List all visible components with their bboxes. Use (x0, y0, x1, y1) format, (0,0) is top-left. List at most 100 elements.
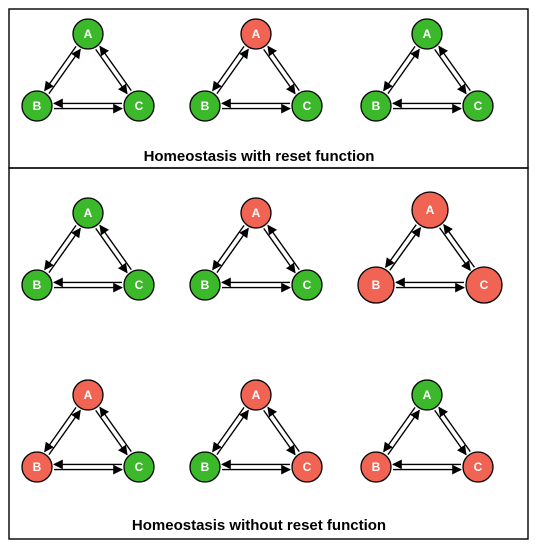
edge-a-c-backward-arrow (267, 406, 300, 453)
node-b-healthy (189, 451, 221, 483)
caption-with-reset: Homeostasis with reset function (144, 148, 375, 165)
node-c-healthy (291, 269, 323, 301)
node-b-failed (357, 266, 395, 304)
edge-a-b-backward-arrow (387, 48, 420, 95)
edge-a-b-forward-arrow (212, 224, 245, 271)
node-c-failed (462, 451, 494, 483)
node-a-failed (240, 197, 272, 229)
node-a-label: A (252, 206, 261, 220)
node-b-healthy (189, 269, 221, 301)
node-b-label: B (33, 99, 42, 113)
node-c-healthy (123, 451, 155, 483)
edge-a-b-backward-arrow (216, 48, 249, 95)
node-a-healthy (72, 197, 104, 229)
node-c-healthy (462, 90, 494, 122)
node-c-label: C (474, 460, 483, 474)
edge-a-c-backward-arrow (267, 224, 300, 271)
edge-a-c-backward-arrow (99, 224, 132, 271)
network-s0-r0-c0: A B C (21, 18, 155, 122)
edge-a-b-backward-arrow (48, 48, 81, 95)
node-c-label: C (135, 99, 144, 113)
edge-a-b-forward-arrow (383, 406, 416, 453)
node-a-healthy (411, 18, 443, 50)
node-b-label: B (372, 460, 381, 474)
edge-a-b-backward-arrow (216, 409, 249, 456)
edge-a-b-backward-arrow (216, 227, 249, 274)
node-a-label: A (423, 27, 432, 41)
node-b-label: B (201, 460, 210, 474)
edge-a-c-forward-arrow (439, 227, 471, 272)
network-s1-r2-c1: A B C (189, 379, 323, 483)
edge-a-c-forward-arrow (95, 227, 128, 274)
node-c-label: C (303, 278, 312, 292)
node-a-healthy (411, 379, 443, 411)
edge-a-c-forward-arrow (434, 48, 467, 95)
edge-a-b-backward-arrow (387, 409, 420, 456)
node-b-healthy (189, 90, 221, 122)
node-a-label: A (252, 27, 261, 41)
network-s0-r0-c1: A B C (189, 18, 323, 122)
edge-a-b-forward-arrow (385, 224, 417, 269)
edge-a-c-backward-arrow (438, 45, 471, 92)
edge-a-b-forward-arrow (44, 45, 77, 92)
node-a-failed (411, 191, 449, 229)
node-a-failed (72, 379, 104, 411)
node-c-label: C (303, 460, 312, 474)
network-s1-r1-c2: A B C (357, 191, 503, 304)
node-c-healthy (291, 90, 323, 122)
node-a-label: A (426, 203, 435, 217)
node-b-label: B (372, 278, 381, 292)
node-c-label: C (480, 278, 489, 292)
node-b-label: B (372, 99, 381, 113)
node-a-label: A (84, 206, 93, 220)
node-b-healthy (21, 269, 53, 301)
edge-a-c-backward-arrow (99, 406, 132, 453)
node-c-failed (465, 266, 503, 304)
node-a-label: A (84, 388, 93, 402)
node-a-failed (240, 18, 272, 50)
node-a-healthy (72, 18, 104, 50)
edge-a-b-forward-arrow (212, 406, 245, 453)
edge-a-c-backward-arrow (99, 45, 132, 92)
panel-without-reset (8, 167, 529, 540)
node-c-failed (291, 451, 323, 483)
node-a-label: A (423, 388, 432, 402)
edge-a-b-forward-arrow (44, 406, 77, 453)
node-b-failed (21, 451, 53, 483)
node-a-label: A (252, 388, 261, 402)
node-c-label: C (135, 460, 144, 474)
edge-a-c-forward-arrow (95, 48, 128, 95)
node-c-label: C (303, 99, 312, 113)
edge-a-b-backward-arrow (389, 226, 421, 271)
node-c-healthy (123, 90, 155, 122)
edge-a-b-backward-arrow (48, 409, 81, 456)
network-s1-r1-c1: A B C (189, 197, 323, 301)
edge-a-c-forward-arrow (263, 409, 296, 456)
node-b-label: B (201, 278, 210, 292)
edge-a-b-forward-arrow (383, 45, 416, 92)
node-b-label: B (201, 99, 210, 113)
edge-a-b-forward-arrow (44, 224, 77, 271)
edge-a-c-forward-arrow (263, 48, 296, 95)
edge-a-c-forward-arrow (263, 227, 296, 274)
network-s1-r1-c0: A B C (21, 197, 155, 301)
edge-a-c-forward-arrow (434, 409, 467, 456)
node-c-healthy (123, 269, 155, 301)
node-a-failed (240, 379, 272, 411)
node-b-healthy (21, 90, 53, 122)
node-b-healthy (360, 90, 392, 122)
edge-a-c-forward-arrow (95, 409, 128, 456)
edge-a-c-backward-arrow (267, 45, 300, 92)
edge-a-c-backward-arrow (443, 223, 475, 268)
node-c-label: C (135, 278, 144, 292)
node-b-label: B (33, 460, 42, 474)
edge-a-b-backward-arrow (48, 227, 81, 274)
edge-a-c-backward-arrow (438, 406, 471, 453)
node-b-failed (360, 451, 392, 483)
network-s1-r2-c0: A B C (21, 379, 155, 483)
node-b-label: B (33, 278, 42, 292)
node-a-label: A (84, 27, 93, 41)
